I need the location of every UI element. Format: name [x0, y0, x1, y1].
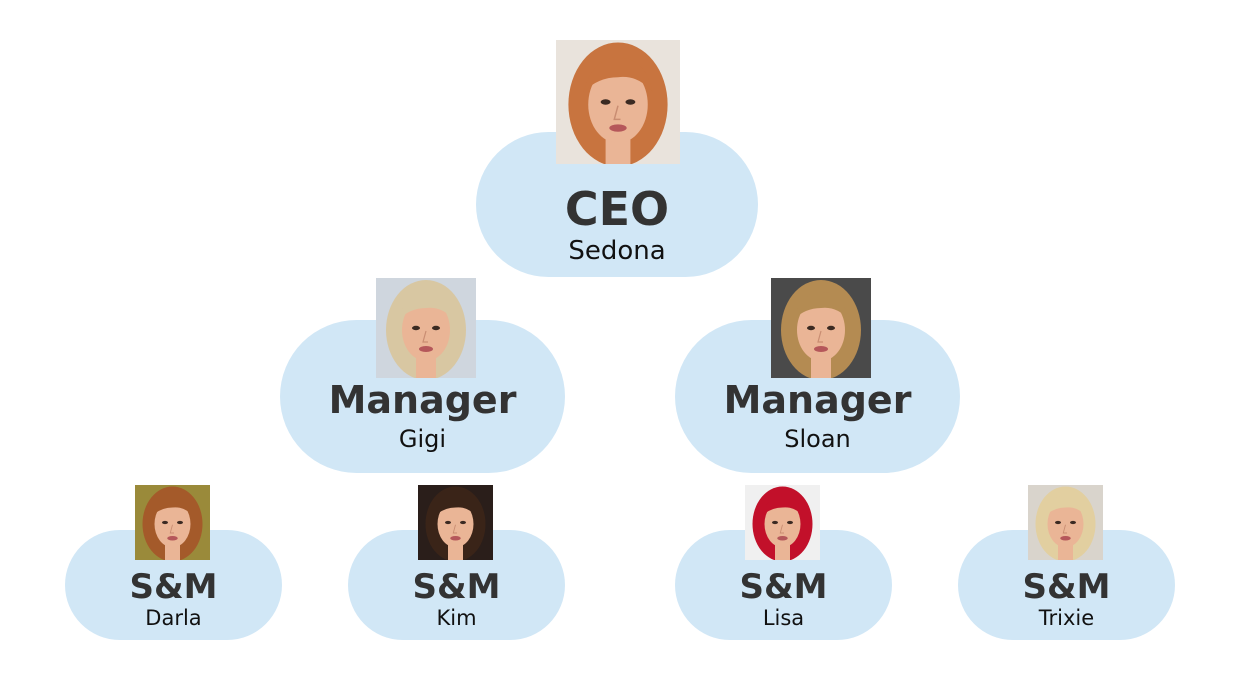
- portrait-photo-icon: [556, 40, 680, 164]
- node-name: Darla: [145, 606, 202, 630]
- node-name: Gigi: [398, 425, 447, 453]
- portrait-photo-icon: [771, 278, 871, 378]
- org-node-manager-gigi: Manager Gigi: [280, 278, 565, 478]
- node-name: Lisa: [762, 606, 805, 630]
- node-name: Kim: [436, 606, 477, 630]
- node-role: Manager: [723, 378, 912, 422]
- portrait-photo-icon: [376, 278, 476, 378]
- node-role: S&M: [129, 567, 218, 607]
- node-name: Sedona: [568, 236, 666, 266]
- org-node-manager-sloan: Manager Sloan: [675, 278, 960, 478]
- node-role: S&M: [739, 567, 828, 607]
- org-node-staff-lisa: S&M Lisa: [675, 485, 892, 645]
- node-role: S&M: [412, 567, 501, 607]
- org-node-staff-kim: S&M Kim: [348, 485, 565, 645]
- node-role: S&M: [1022, 567, 1111, 607]
- node-role: CEO: [564, 182, 670, 236]
- portrait-photo-icon: [1028, 485, 1103, 560]
- portrait-photo-icon: [745, 485, 820, 560]
- portrait-photo-icon: [418, 485, 493, 560]
- node-name: Sloan: [784, 425, 851, 453]
- org-node-ceo: CEO Sedona: [476, 40, 758, 280]
- node-role: Manager: [328, 378, 517, 422]
- portrait-photo-icon: [135, 485, 210, 560]
- org-node-staff-trixie: S&M Trixie: [958, 485, 1175, 645]
- org-node-staff-darla: S&M Darla: [65, 485, 282, 645]
- node-name: Trixie: [1038, 606, 1095, 630]
